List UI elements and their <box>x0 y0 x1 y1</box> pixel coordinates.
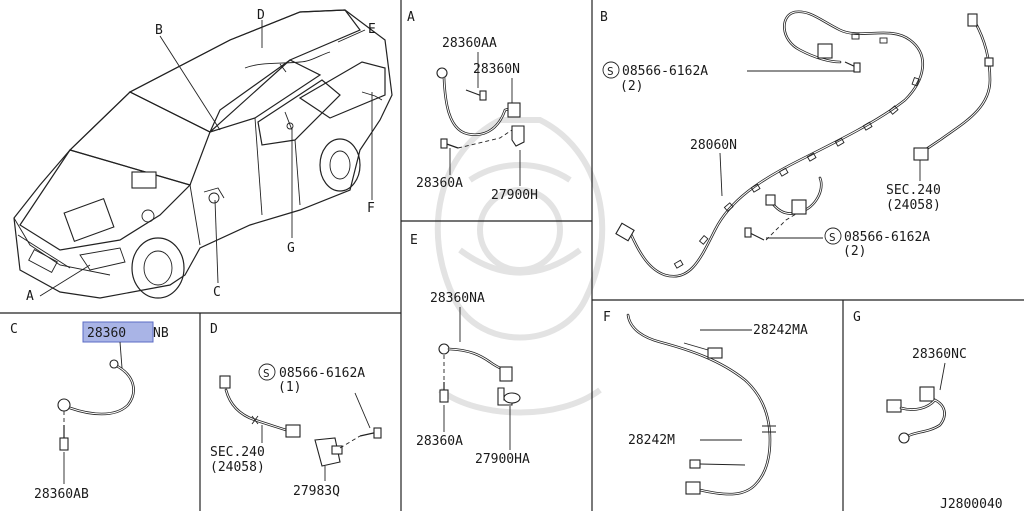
connector <box>967 13 978 27</box>
vehicle-callout-d: D <box>257 8 265 23</box>
vehicle-callout-e: E <box>368 22 376 37</box>
connector <box>219 375 231 389</box>
panel-e-letter: E <box>410 233 418 248</box>
part-label-08566-6162a-top: 08566-6162A <box>622 64 708 79</box>
part-qty-bottom: (2) <box>843 244 866 259</box>
part-label-sec240-b: SEC.240 <box>886 183 941 198</box>
part-label-08566-6162a-d: 08566-6162A <box>279 366 365 381</box>
panel-d: D S 08566-6162A (1) SEC.240 (24058) 2798… <box>210 322 382 499</box>
svg-text:S: S <box>607 65 614 78</box>
part-label-28360n: 28360N <box>473 62 520 77</box>
part-label-27983q: 27983Q <box>293 484 340 499</box>
part-label-27900ha: 27900HA <box>475 452 530 467</box>
part-label-28360a: 28360A <box>416 176 463 191</box>
part-label-28360ab: 28360AB <box>34 487 89 502</box>
part-label-27900h: 27900H <box>491 188 538 203</box>
part-label-08566-6162a-bottom: 08566-6162A <box>844 230 930 245</box>
connector <box>499 366 513 382</box>
panel-f-letter: F <box>603 310 611 325</box>
vehicle-callout-g: G <box>287 241 295 256</box>
panel-d-letter: D <box>210 322 218 337</box>
connector <box>615 222 635 242</box>
vehicle-callouts: B D E F G C A <box>26 8 376 304</box>
svg-text:S: S <box>263 367 270 380</box>
part-label-28360nb-suffix: NB <box>153 326 169 341</box>
part-label-28360aa: 28360AA <box>442 36 497 51</box>
connector <box>685 481 701 495</box>
highlighted-part-box[interactable] <box>82 321 154 343</box>
part-label-28060n: 28060N <box>690 138 737 153</box>
panel-f: F 28242MA 28242M <box>603 310 808 496</box>
vehicle-callout-b: B <box>155 23 163 38</box>
connector <box>791 199 807 215</box>
connector <box>913 147 929 161</box>
bracket <box>511 125 525 147</box>
part-label-28360a-e: 28360A <box>416 434 463 449</box>
connector <box>919 386 935 402</box>
part-label-28242ma: 28242MA <box>753 323 808 338</box>
connector <box>707 347 723 359</box>
ring-terminal <box>438 343 450 355</box>
ring-terminal <box>436 67 448 79</box>
part-label-sec240-d: SEC.240 <box>210 445 265 460</box>
vehicle-callout-f: F <box>367 201 375 216</box>
sensor-27983q <box>314 437 341 467</box>
connector <box>886 399 902 413</box>
part-label-28360na: 28360NA <box>430 291 485 306</box>
ring-terminal <box>898 432 910 444</box>
panel-a: A 28360AA 28360N 28360A 27900H <box>407 10 538 203</box>
part-label-28242m: 28242M <box>628 433 675 448</box>
connector <box>285 424 301 438</box>
connector <box>817 43 833 59</box>
panel-a-letter: A <box>407 10 415 25</box>
panel-c: C 28360 NB 28360AB <box>10 321 169 502</box>
part-qty-d: (1) <box>278 380 301 395</box>
part-label-24058-d: (24058) <box>210 460 265 475</box>
connector <box>507 102 521 118</box>
part-label-28360nb[interactable]: 28360 <box>87 326 126 341</box>
part-qty-top: (2) <box>620 79 643 94</box>
vehicle-illustration <box>13 9 393 299</box>
panel-e: E 28360NA 28360A 27900HA <box>410 233 530 467</box>
vehicle-callout-a: A <box>26 289 34 304</box>
svg-text:S: S <box>829 231 836 244</box>
panel-g-letter: G <box>853 310 861 325</box>
ring-terminal <box>57 398 71 412</box>
part-label-24058-b: (24058) <box>886 198 941 213</box>
part-label-28360nc: 28360NC <box>912 347 967 362</box>
panel-c-letter: C <box>10 322 18 337</box>
watermark-crest <box>434 117 606 416</box>
panel-b-letter: B <box>600 10 608 25</box>
screw-symbol <box>602 61 620 79</box>
panel-g: G 28360NC <box>853 310 967 444</box>
drawing-number: J2800040 <box>940 497 1003 511</box>
panel-b: B S 08566-6162A (2) <box>600 10 994 278</box>
vehicle-callout-c: C <box>213 285 221 300</box>
